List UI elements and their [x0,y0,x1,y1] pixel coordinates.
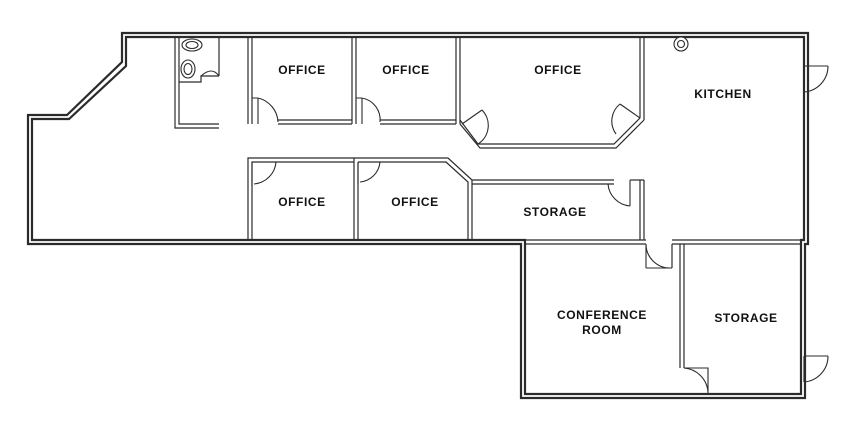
restroom-door-icon [200,70,220,77]
room-label-kitchen: KITCHEN [694,87,752,101]
conference-door-icon [645,243,672,269]
kitchen-door-icon [803,65,829,93]
room-label-office: OFFICE [382,63,430,77]
room-label-storage: STORAGE [523,205,586,219]
room-label-conference: CONFERENCE [557,308,647,322]
office-door-icon [461,109,489,145]
exterior-walls [26,31,810,400]
exterior-wall-outer [26,31,810,400]
office-door-icon [611,103,641,135]
office-door-icon [252,97,279,124]
top-office-walls [278,37,645,149]
exterior-door-icon [803,355,829,383]
room-label-office: OFFICE [278,63,326,77]
room-label-office: OFFICE [534,63,582,77]
room-label-office: OFFICE [391,195,439,209]
lower-walls [525,239,829,394]
restroom [174,37,253,129]
storage-door-icon [607,180,631,207]
room-labels: OFFICE OFFICE OFFICE KITCHEN OFFICE OFFI… [278,63,777,337]
office-door-icon [356,97,381,124]
room-label-office: OFFICE [278,195,326,209]
exterior-wall-inner [30,35,806,396]
room-label-storage: STORAGE [714,311,777,325]
sink-basin-icon [185,40,199,50]
office-door-icon [357,161,381,184]
bottom-office-doors [251,161,631,207]
room-label-conference-room: ROOM [582,323,622,337]
kitchen-fixtures [673,36,829,93]
storage-door-icon [683,367,709,394]
top-office-doors [252,97,641,145]
office-door-icon [251,161,277,186]
